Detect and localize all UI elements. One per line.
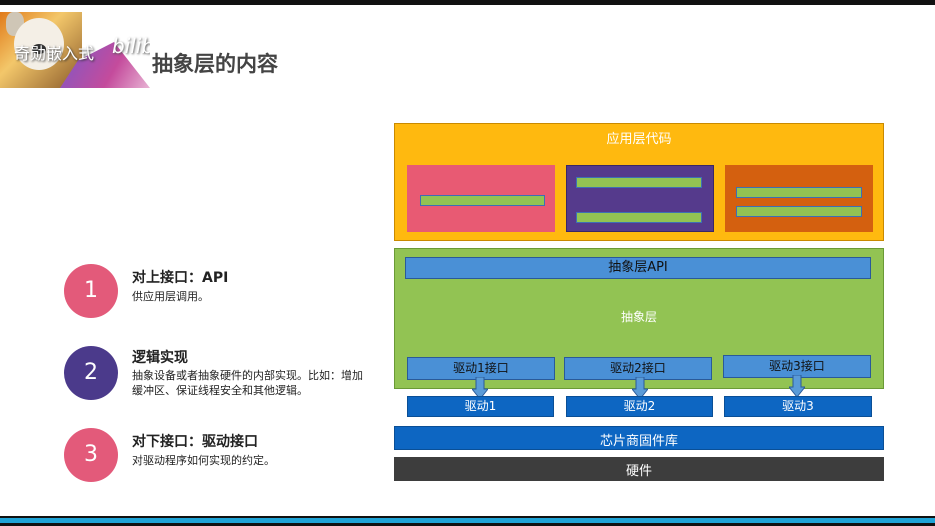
app-module-2 bbox=[566, 165, 714, 232]
down-arrow-icon bbox=[472, 377, 488, 399]
module-bar bbox=[420, 195, 545, 206]
driver-interface-2: 驱动2接口 bbox=[564, 357, 712, 380]
driver-interface-3: 驱动3接口 bbox=[723, 355, 871, 378]
module-bar bbox=[736, 187, 862, 198]
driver-2: 驱动2 bbox=[566, 396, 713, 417]
bottom-border bbox=[0, 516, 935, 526]
page-title: 抽象层的内容 bbox=[152, 52, 278, 76]
app-module-1 bbox=[407, 165, 555, 232]
chip-firmware-library: 芯片商固件库 bbox=[394, 426, 884, 450]
brand-name: 奇勋嵌入式 bbox=[14, 44, 95, 63]
architecture-diagram: 应用层代码 抽象层API 抽象层 驱动1接口 驱动2接口 驱动3接口 驱动1 驱… bbox=[394, 123, 884, 483]
app-layer-label: 应用层代码 bbox=[606, 132, 672, 147]
driver-1: 驱动1 bbox=[407, 396, 554, 417]
module-bar bbox=[736, 206, 862, 217]
item-description: 对驱动程序如何实现的约定。 bbox=[132, 454, 275, 467]
hardware-layer: 硬件 bbox=[394, 457, 884, 481]
app-module-3 bbox=[725, 165, 873, 232]
brand-logo: 奇勋嵌入式 bilibili bbox=[0, 12, 150, 88]
dog-photo-icon bbox=[0, 12, 82, 88]
number-badge: 3 bbox=[64, 428, 118, 482]
hardware-label: 硬件 bbox=[625, 464, 652, 479]
item-title: 对下接口：驱动接口 bbox=[132, 434, 258, 450]
item-title: 逻辑实现 bbox=[132, 350, 188, 366]
chip-firmware-label: 芯片商固件库 bbox=[599, 434, 678, 449]
item-title: 对上接口：API bbox=[132, 270, 229, 286]
item-description: 抽象设备或者抽象硬件的内部实现。比如：增加缓冲区、保证线程安全和其他逻辑。 bbox=[132, 369, 363, 397]
number-badge: 2 bbox=[64, 346, 118, 400]
module-bar bbox=[576, 212, 702, 223]
abstract-layer-box: 抽象层API 抽象层 驱动1接口 驱动2接口 驱动3接口 bbox=[394, 248, 884, 389]
top-border bbox=[0, 0, 935, 5]
number-badge: 1 bbox=[64, 264, 118, 318]
down-arrow-icon bbox=[789, 375, 805, 397]
module-bar bbox=[576, 177, 702, 188]
abstract-layer-label: 抽象层 bbox=[620, 310, 657, 324]
app-layer-box: 应用层代码 bbox=[394, 123, 884, 241]
item-description: 供应用层调用。 bbox=[132, 290, 209, 303]
bilibili-watermark: bilibili bbox=[112, 34, 150, 58]
down-arrow-icon bbox=[632, 377, 648, 399]
driver-3: 驱动3 bbox=[724, 396, 872, 417]
abstract-api-bar: 抽象层API bbox=[405, 257, 871, 279]
